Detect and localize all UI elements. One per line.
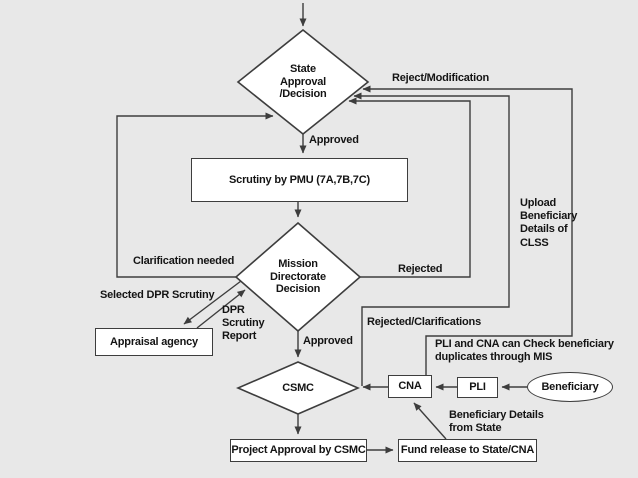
diamond-shape	[236, 361, 360, 415]
node-fund-release: Fund release to State/CNA	[398, 439, 537, 462]
connector-fund-to-cna	[413, 402, 447, 440]
edge-label-reject-modification: Reject/Modification	[392, 72, 490, 84]
diamond-shape	[234, 222, 362, 332]
node-pli-label: PLI	[469, 381, 486, 394]
edge-label-dpr-scrutiny-report: DPR Scrutiny Report	[222, 304, 265, 343]
node-appraisal-agency-label: Appraisal agency	[110, 335, 198, 348]
diamond-shape	[236, 29, 370, 135]
node-beneficiary-label: Beneficiary	[541, 380, 599, 393]
node-pli: PLI	[457, 377, 498, 398]
node-csmc: CSMC	[236, 361, 360, 415]
connector-appraisal-to-mission	[196, 289, 246, 329]
annotation-beneficiary-details-from-state: Beneficiary Details from State	[449, 409, 544, 435]
connector-mission-rejected-to-state	[348, 97, 471, 278]
edge-label-selected-dpr-scrutiny: Selected DPR Scrutiny	[100, 289, 215, 301]
node-csmc-label: CSMC	[282, 381, 314, 394]
edge-label-rejected: Rejected	[398, 263, 443, 275]
connector-csmc-rejected-clarifications-to-state	[353, 92, 510, 386]
node-state-approval-decision: State Approval /Decision	[236, 29, 370, 135]
edge-label-clarification-needed: Clarification needed	[133, 255, 235, 267]
node-cna: CNA	[388, 375, 432, 398]
edge-label-approved-mission: Approved	[303, 335, 353, 347]
connector-mission-to-appraisal	[183, 280, 242, 325]
edge-label-approved-state: Approved	[309, 134, 359, 146]
connector-cna-upload-to-state	[362, 85, 573, 375]
edge-label-upload-beneficiary-clss: Upload Beneficiary Details of CLSS	[520, 197, 578, 249]
node-cna-label: CNA	[398, 380, 422, 393]
annotation-pli-cna-mis-check: PLI and CNA can Check beneficiary duplic…	[435, 338, 614, 364]
connector-mission-clarification-to-state	[116, 112, 274, 278]
node-project-approval-label: Project Approval by CSMC	[231, 444, 366, 457]
node-mission-directorate-decision: Mission Directorate Decision	[234, 222, 362, 332]
node-scrutiny-pmu-label: Scrutiny by PMU (7A,7B,7C)	[229, 173, 370, 186]
node-scrutiny-pmu: Scrutiny by PMU (7A,7B,7C)	[191, 158, 408, 202]
node-appraisal-agency: Appraisal agency	[95, 328, 213, 356]
node-fund-release-label: Fund release to State/CNA	[400, 444, 535, 457]
node-state-approval-label: State Approval /Decision	[279, 62, 327, 101]
edge-label-rejected-clarifications: Rejected/Clarifications	[367, 316, 481, 328]
node-project-approval: Project Approval by CSMC	[230, 439, 367, 462]
node-beneficiary: Beneficiary	[527, 372, 613, 402]
node-mission-directorate-label: Mission Directorate Decision	[270, 257, 326, 296]
